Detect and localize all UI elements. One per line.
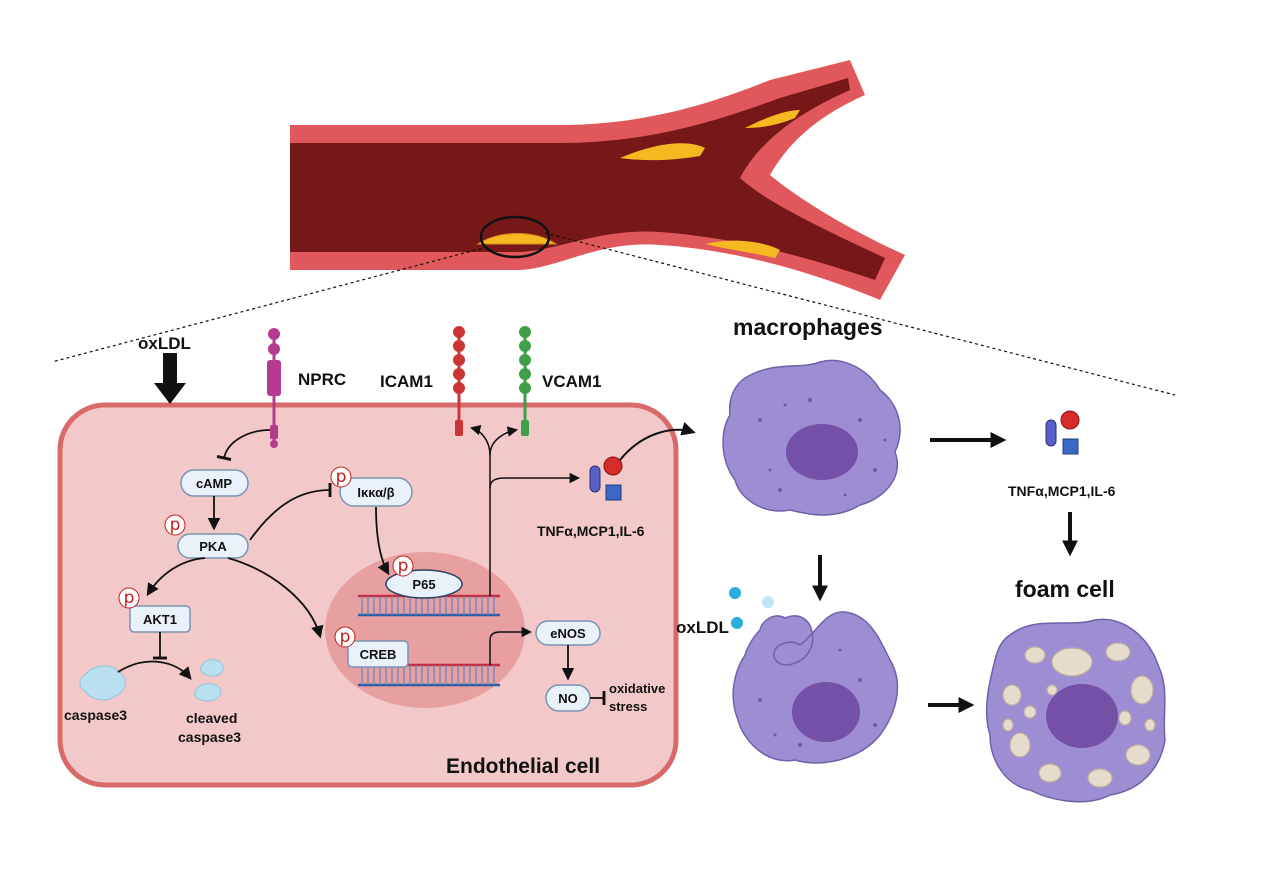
pka-phospho: [164, 514, 186, 536]
akt1-phospho: [118, 587, 140, 609]
p65-phospho: [392, 555, 414, 577]
cleaved-caspase3-icon-a: [200, 659, 224, 677]
pka-box: [177, 533, 249, 559]
cell-nucleus: [325, 552, 525, 708]
oxldl-arrow: [154, 353, 186, 404]
cleaved-label-2: caspase3: [178, 729, 241, 745]
ikk-box: [339, 477, 413, 507]
nprc-receptor: [267, 328, 281, 448]
cytokines-right-label: TNFα,MCP1,IL-6: [1008, 483, 1116, 499]
oxidative-label: oxidative: [609, 681, 665, 696]
foam-cell-lipid-droplets: [1002, 642, 1156, 788]
nprc-label: NPRC: [298, 370, 346, 389]
creb-label: CREB: [360, 647, 397, 662]
ikk-label: Iκκα/β: [357, 485, 394, 500]
icam1-label: ICAM1: [380, 372, 433, 391]
macrophage-engulfing-granules: [758, 648, 877, 747]
foam-cell-nucleus: [1046, 684, 1118, 748]
pka-creb-arrow: [227, 557, 324, 639]
ikk-phospho: [330, 466, 352, 488]
zoom-line-right: [544, 232, 1176, 396]
oxldl-mid-label: oxLDL: [676, 618, 729, 637]
cytokines-cell-label: TNFα,MCP1,IL-6: [537, 523, 645, 539]
caspase3-label: caspase3: [64, 707, 127, 723]
p65-vcam-arrow: [489, 426, 519, 456]
camp-label: cAMP: [196, 476, 232, 491]
ikk-p65-arrow: [375, 506, 390, 576]
vcam1-receptor: [519, 326, 531, 436]
blood-vessel: [290, 60, 905, 300]
icam1-receptor: [453, 326, 465, 436]
creb-enos-arrow: [489, 626, 533, 665]
akt1-phospho-label: p: [124, 588, 135, 608]
oxldl-top-label: oxLDL: [138, 334, 191, 353]
creb-phospho: [334, 626, 356, 648]
plaque-top-right: [620, 143, 705, 161]
pka-phospho-label: p: [170, 515, 181, 535]
plaque-top-far: [745, 110, 800, 128]
creb-phospho-label: p: [340, 627, 351, 647]
p65-cytokine-arrow: [489, 472, 581, 489]
stress-label: stress: [609, 699, 647, 714]
cytokine-icon-right: [1045, 410, 1080, 455]
macrophage-engulfing-nucleus: [792, 682, 860, 742]
pka-label: PKA: [199, 539, 227, 554]
p65-box: [385, 569, 463, 599]
akt1-label: AKT1: [143, 612, 177, 627]
foam-cell-label: foam cell: [1015, 576, 1115, 602]
p65-phospho-label: p: [398, 556, 409, 576]
p65-label: P65: [412, 577, 435, 592]
caspase-cleave-arrow: [117, 660, 192, 680]
plaque-bottom-left: [476, 233, 558, 245]
cytokine-icon-cell: [589, 456, 623, 501]
cytokine-macrophage-arrow: [619, 422, 696, 461]
cleaved-label-1: cleaved: [186, 710, 237, 726]
macrophage-top-nucleus: [786, 424, 858, 480]
no-label: NO: [558, 691, 578, 706]
vcam1-label: VCAM1: [542, 372, 602, 391]
macrophages-label: macrophages: [733, 314, 883, 340]
vessel-lumen: [290, 78, 885, 280]
zoom-line-left: [51, 246, 488, 363]
pka-ikk-inhibit: [249, 482, 332, 541]
zoom-circle: [479, 215, 551, 259]
plaque-bottom-right: [705, 240, 780, 258]
endothelial-cell-label: Endothelial cell: [446, 755, 600, 778]
enos-label: eNOS: [550, 626, 586, 641]
creb-box: [347, 640, 409, 668]
caspase3-icon: [79, 665, 126, 701]
pka-akt1-arrow: [146, 557, 206, 597]
macrophage-top-granules: [758, 398, 887, 497]
nprc-camp-inhibit: [216, 429, 271, 461]
cleaved-caspase3-icon-b: [194, 683, 222, 702]
ikk-phospho-label: p: [336, 467, 347, 487]
